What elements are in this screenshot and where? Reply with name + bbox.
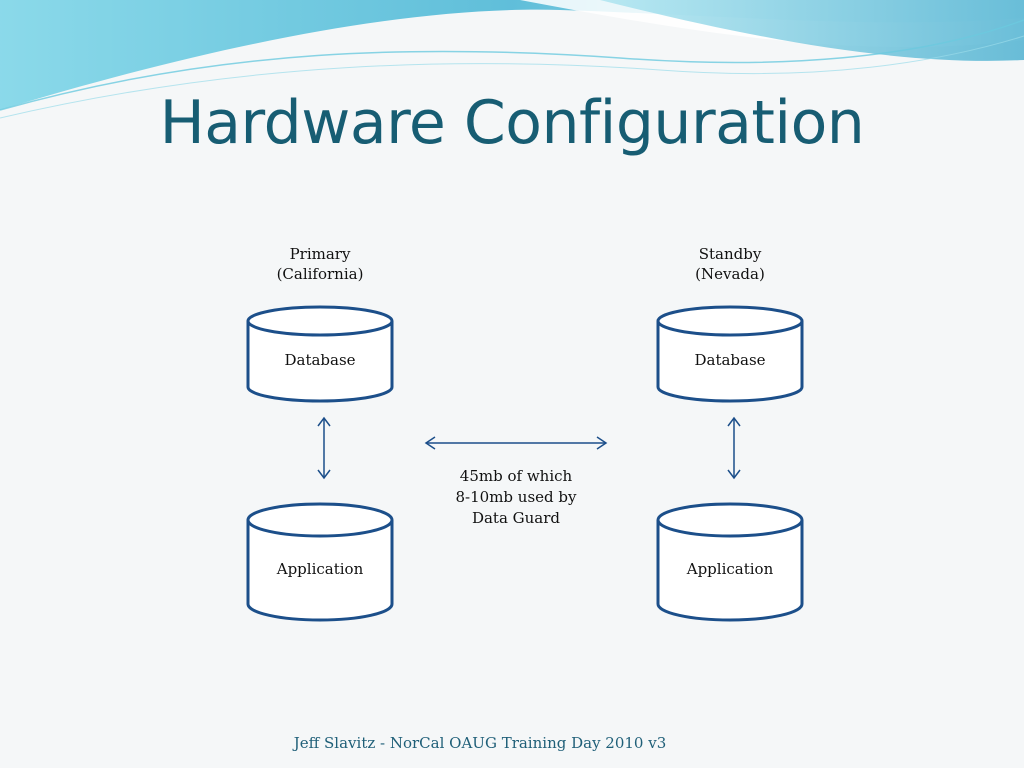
slide-footer: Jeff Slavitz - NorCal OAUG Training Day … bbox=[293, 734, 667, 752]
standby-site-name: Standby bbox=[698, 245, 762, 263]
primary-site-name: Primary bbox=[289, 245, 351, 263]
primary-application-cylinder: Application bbox=[245, 500, 395, 622]
decorative-wave-header bbox=[0, 0, 1024, 119]
primary-database-cylinder: Database bbox=[245, 303, 395, 403]
link-bandwidth-line-2: 8-10mb used by bbox=[455, 488, 577, 506]
standby-database-cylinder: Database bbox=[655, 303, 805, 403]
standby-site-label: Standby (Nevada) bbox=[630, 244, 830, 284]
primary-vertical-arrow bbox=[317, 416, 331, 480]
primary-database-label: Database bbox=[284, 351, 356, 369]
standby-database-label: Database bbox=[694, 351, 766, 369]
link-bandwidth-line-3: Data Guard bbox=[471, 509, 561, 527]
primary-application-label: Application bbox=[276, 560, 364, 578]
standby-application-cylinder: Application bbox=[655, 500, 805, 622]
standby-vertical-arrow bbox=[727, 416, 741, 480]
replication-link-arrow bbox=[424, 436, 608, 450]
link-bandwidth-line-1: 45mb of which bbox=[459, 467, 573, 485]
primary-site-label: Primary (California) bbox=[220, 244, 420, 284]
link-bandwidth-label: 45mb of which 8-10mb used by Data Guard bbox=[416, 466, 616, 529]
standby-site-location: (Nevada) bbox=[695, 265, 765, 283]
primary-site-location: (California) bbox=[276, 265, 364, 283]
slide-title: Hardware Configuration bbox=[159, 88, 865, 158]
standby-application-label: Application bbox=[686, 560, 774, 578]
